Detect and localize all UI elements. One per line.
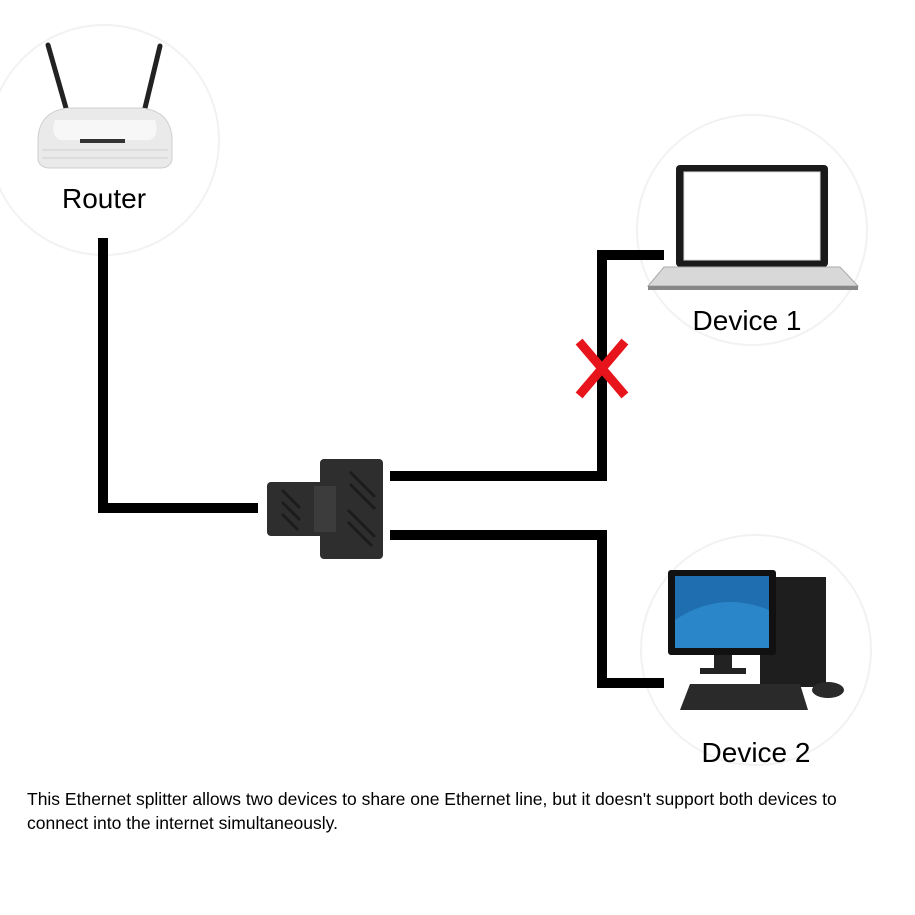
device1-cable [390,250,664,481]
ethernet-splitter-icon [267,459,383,559]
device1-halo [636,114,868,346]
router-cable [98,238,258,513]
device2-cable [390,530,664,688]
router-label: Router [61,183,147,214]
desktop-computer-icon [668,570,844,710]
blocked-cross-icon [575,338,629,399]
laptop-icon [646,165,860,290]
caption: This Ethernet splitter allows two device… [27,789,837,833]
device1-label: Device 1 [692,305,802,336]
device2-halo [640,534,872,766]
router-icon [37,42,173,169]
device2-label: Device 2 [701,737,811,768]
